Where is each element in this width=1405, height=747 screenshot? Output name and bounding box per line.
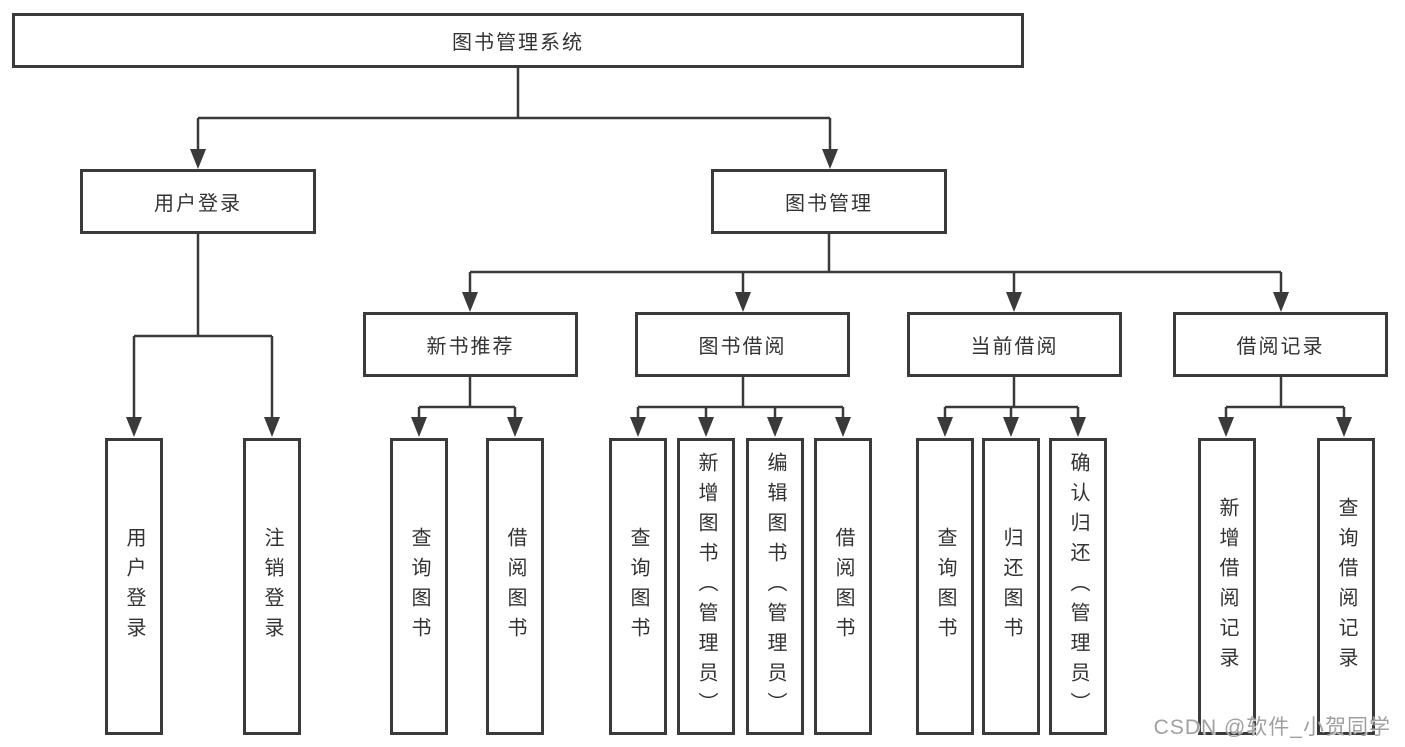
- node-label: 查询图书: [934, 526, 956, 647]
- node-label: 确认归还（管理员）: [1067, 451, 1089, 722]
- node-label: 借阅记录: [1236, 336, 1325, 358]
- node-label: 查询图书: [627, 526, 649, 647]
- leaf-query-books-recommend: 查询图书: [390, 438, 448, 735]
- leaf-user-login: 用户登录: [105, 438, 163, 735]
- node-label: 当前借阅: [970, 336, 1059, 358]
- node-book-management: 图书管理: [711, 169, 947, 234]
- node-label: 图书借阅: [698, 336, 787, 358]
- node-label: 归还图书: [1000, 526, 1022, 647]
- leaf-borrow-books: 借阅图书: [814, 438, 872, 735]
- leaf-add-borrow-record: 新增借阅记录: [1198, 438, 1256, 735]
- node-borrowing-records: 借阅记录: [1173, 312, 1388, 377]
- node-label: 新增图书（管理员）: [695, 451, 717, 722]
- leaf-return-books: 归还图书: [982, 438, 1040, 735]
- leaf-query-books-borrowing: 查询图书: [609, 438, 667, 735]
- node-label: 新书推荐: [426, 336, 515, 358]
- node-label: 用户登录: [154, 193, 242, 215]
- arrowheads: [126, 149, 1352, 437]
- leaf-query-borrow-record: 查询借阅记录: [1317, 438, 1375, 735]
- watermark: CSDN @软件_小贺同学: [1153, 716, 1391, 739]
- node-label: 图书管理: [785, 193, 873, 215]
- node-label: 注销登录: [261, 526, 283, 647]
- leaf-query-books-current: 查询图书: [916, 438, 974, 735]
- node-label: 借阅图书: [504, 526, 526, 647]
- leaf-confirm-return-admin: 确认归还（管理员）: [1049, 438, 1107, 735]
- node-label: 图书管理系统: [452, 32, 584, 54]
- node-label: 编辑图书（管理员）: [764, 451, 786, 722]
- leaf-borrow-books-recommend: 借阅图书: [486, 438, 544, 735]
- node-label: 查询借阅记录: [1335, 496, 1357, 677]
- node-book-borrowing: 图书借阅: [635, 312, 850, 377]
- leaf-logout: 注销登录: [243, 438, 301, 735]
- node-library-management-system: 图书管理系统: [12, 13, 1024, 68]
- leaf-edit-books-admin: 编辑图书（管理员）: [746, 438, 804, 735]
- leaf-add-books-admin: 新增图书（管理员）: [677, 438, 735, 735]
- node-label: 新增借阅记录: [1216, 496, 1238, 677]
- node-current-borrowing: 当前借阅: [907, 312, 1122, 377]
- node-label: 查询图书: [408, 526, 430, 647]
- node-user-login: 用户登录: [80, 169, 316, 234]
- node-new-book-recommendation: 新书推荐: [363, 312, 578, 377]
- node-label: 用户登录: [123, 526, 145, 647]
- node-label: 借阅图书: [832, 526, 854, 647]
